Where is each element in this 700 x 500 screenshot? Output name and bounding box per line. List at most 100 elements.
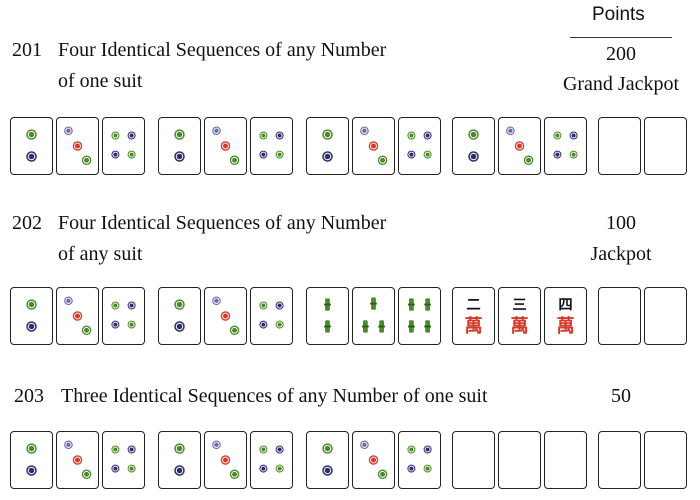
hand-201-number: 201 [12,39,42,61]
two-circle-tile [498,117,541,175]
svg-text:二: 二 [466,297,480,313]
three-bamboo-tile [352,287,395,345]
three-character-tile-art: 三萬 [510,297,528,337]
blank-tile-art [499,432,540,488]
one-circle-tile-art [26,129,37,162]
three-circle-tile [250,117,293,175]
three-circle-tile [398,117,441,175]
two-circle-tile [56,287,99,345]
hand-203-points: 50 [611,385,631,407]
three-circle-tile [398,431,441,489]
blank-tile-art [645,432,686,488]
blank-tile [598,117,641,175]
hand-201-points: 200 [606,43,636,65]
blank-tile [598,431,641,489]
three-circle-tile [102,287,145,345]
three-character-tile: 三萬 [498,287,541,345]
hand-203-tiles [10,431,692,493]
hand-202-title: Four Identical Sequences of any Number [58,212,387,234]
one-circle-tile [10,117,53,175]
three-bamboo-tile-art [362,297,385,333]
blank-tile [544,431,587,489]
points-rule [570,37,672,38]
points-header: Points [592,4,645,25]
one-circle-tile-art [322,129,333,162]
two-circle-tile [56,117,99,175]
blank-tile [644,431,687,489]
svg-text:萬: 萬 [464,316,482,337]
two-circle-tile [352,431,395,489]
one-circle-tile-art [322,443,333,476]
four-bamboo-tile [398,287,441,345]
hand-202-tiles: 二萬三萬四萬 [10,287,692,349]
three-circle-tile-art [553,131,578,159]
one-circle-tile-art [468,129,479,162]
one-circle-tile [10,287,53,345]
two-circle-tile-art [64,440,92,480]
two-circle-tile [56,431,99,489]
svg-text:萬: 萬 [556,316,574,337]
three-circle-tile-art [407,445,432,473]
hand-202-points: 100 [606,212,636,234]
two-circle-tile-art [212,126,240,166]
blank-tile-art [645,118,686,174]
two-circle-tile-art [506,126,534,166]
two-circle-tile-art [212,440,240,480]
two-character-tile: 二萬 [452,287,495,345]
one-circle-tile [158,117,201,175]
two-circle-tile-art [64,296,92,336]
blank-tile [452,431,495,489]
three-circle-tile-art [111,445,136,473]
three-circle-tile-art [259,445,284,473]
one-circle-tile [306,117,349,175]
two-circle-tile-art [212,296,240,336]
hand-201-tiles [10,117,692,179]
three-circle-tile [102,117,145,175]
svg-text:萬: 萬 [510,316,528,337]
three-circle-tile [102,431,145,489]
two-character-tile-art: 二萬 [464,297,482,337]
hand-202-prize: Jackpot [590,243,652,265]
one-circle-tile-art [26,443,37,476]
blank-tile-art [453,432,494,488]
blank-tile [644,287,687,345]
three-circle-tile [544,117,587,175]
three-circle-tile-art [111,131,136,159]
one-circle-tile [158,431,201,489]
svg-text:四: 四 [558,297,572,313]
two-bamboo-tile [306,287,349,345]
two-circle-tile-art [360,440,388,480]
blank-tile-art [599,118,640,174]
three-circle-tile [250,431,293,489]
blank-tile [498,431,541,489]
two-circle-tile-art [64,126,92,166]
one-circle-tile-art [174,129,185,162]
hand-203-title: Three Identical Sequences of any Number … [61,385,488,407]
three-circle-tile-art [259,131,284,159]
blank-tile [598,287,641,345]
blank-tile-art [599,432,640,488]
one-circle-tile-art [174,299,185,332]
hand-203-number: 203 [14,385,44,407]
one-circle-tile [158,287,201,345]
two-circle-tile [204,117,247,175]
two-bamboo-tile-art [324,298,331,333]
one-circle-tile [452,117,495,175]
blank-tile-art [545,432,586,488]
four-character-tile: 四萬 [544,287,587,345]
hand-202-number: 202 [12,212,42,234]
blank-tile-art [645,288,686,344]
hand-201-title-cont: of one suit [58,70,143,92]
one-circle-tile-art [174,443,185,476]
hand-201-title: Four Identical Sequences of any Number [58,39,387,61]
three-circle-tile-art [259,301,284,329]
one-circle-tile-art [26,299,37,332]
two-circle-tile [352,117,395,175]
two-circle-tile [204,431,247,489]
four-bamboo-tile-art [408,298,431,333]
one-circle-tile [10,431,53,489]
hand-202-title-cont: of any suit [58,243,143,265]
three-circle-tile-art [407,131,432,159]
two-circle-tile [204,287,247,345]
three-circle-tile-art [111,301,136,329]
